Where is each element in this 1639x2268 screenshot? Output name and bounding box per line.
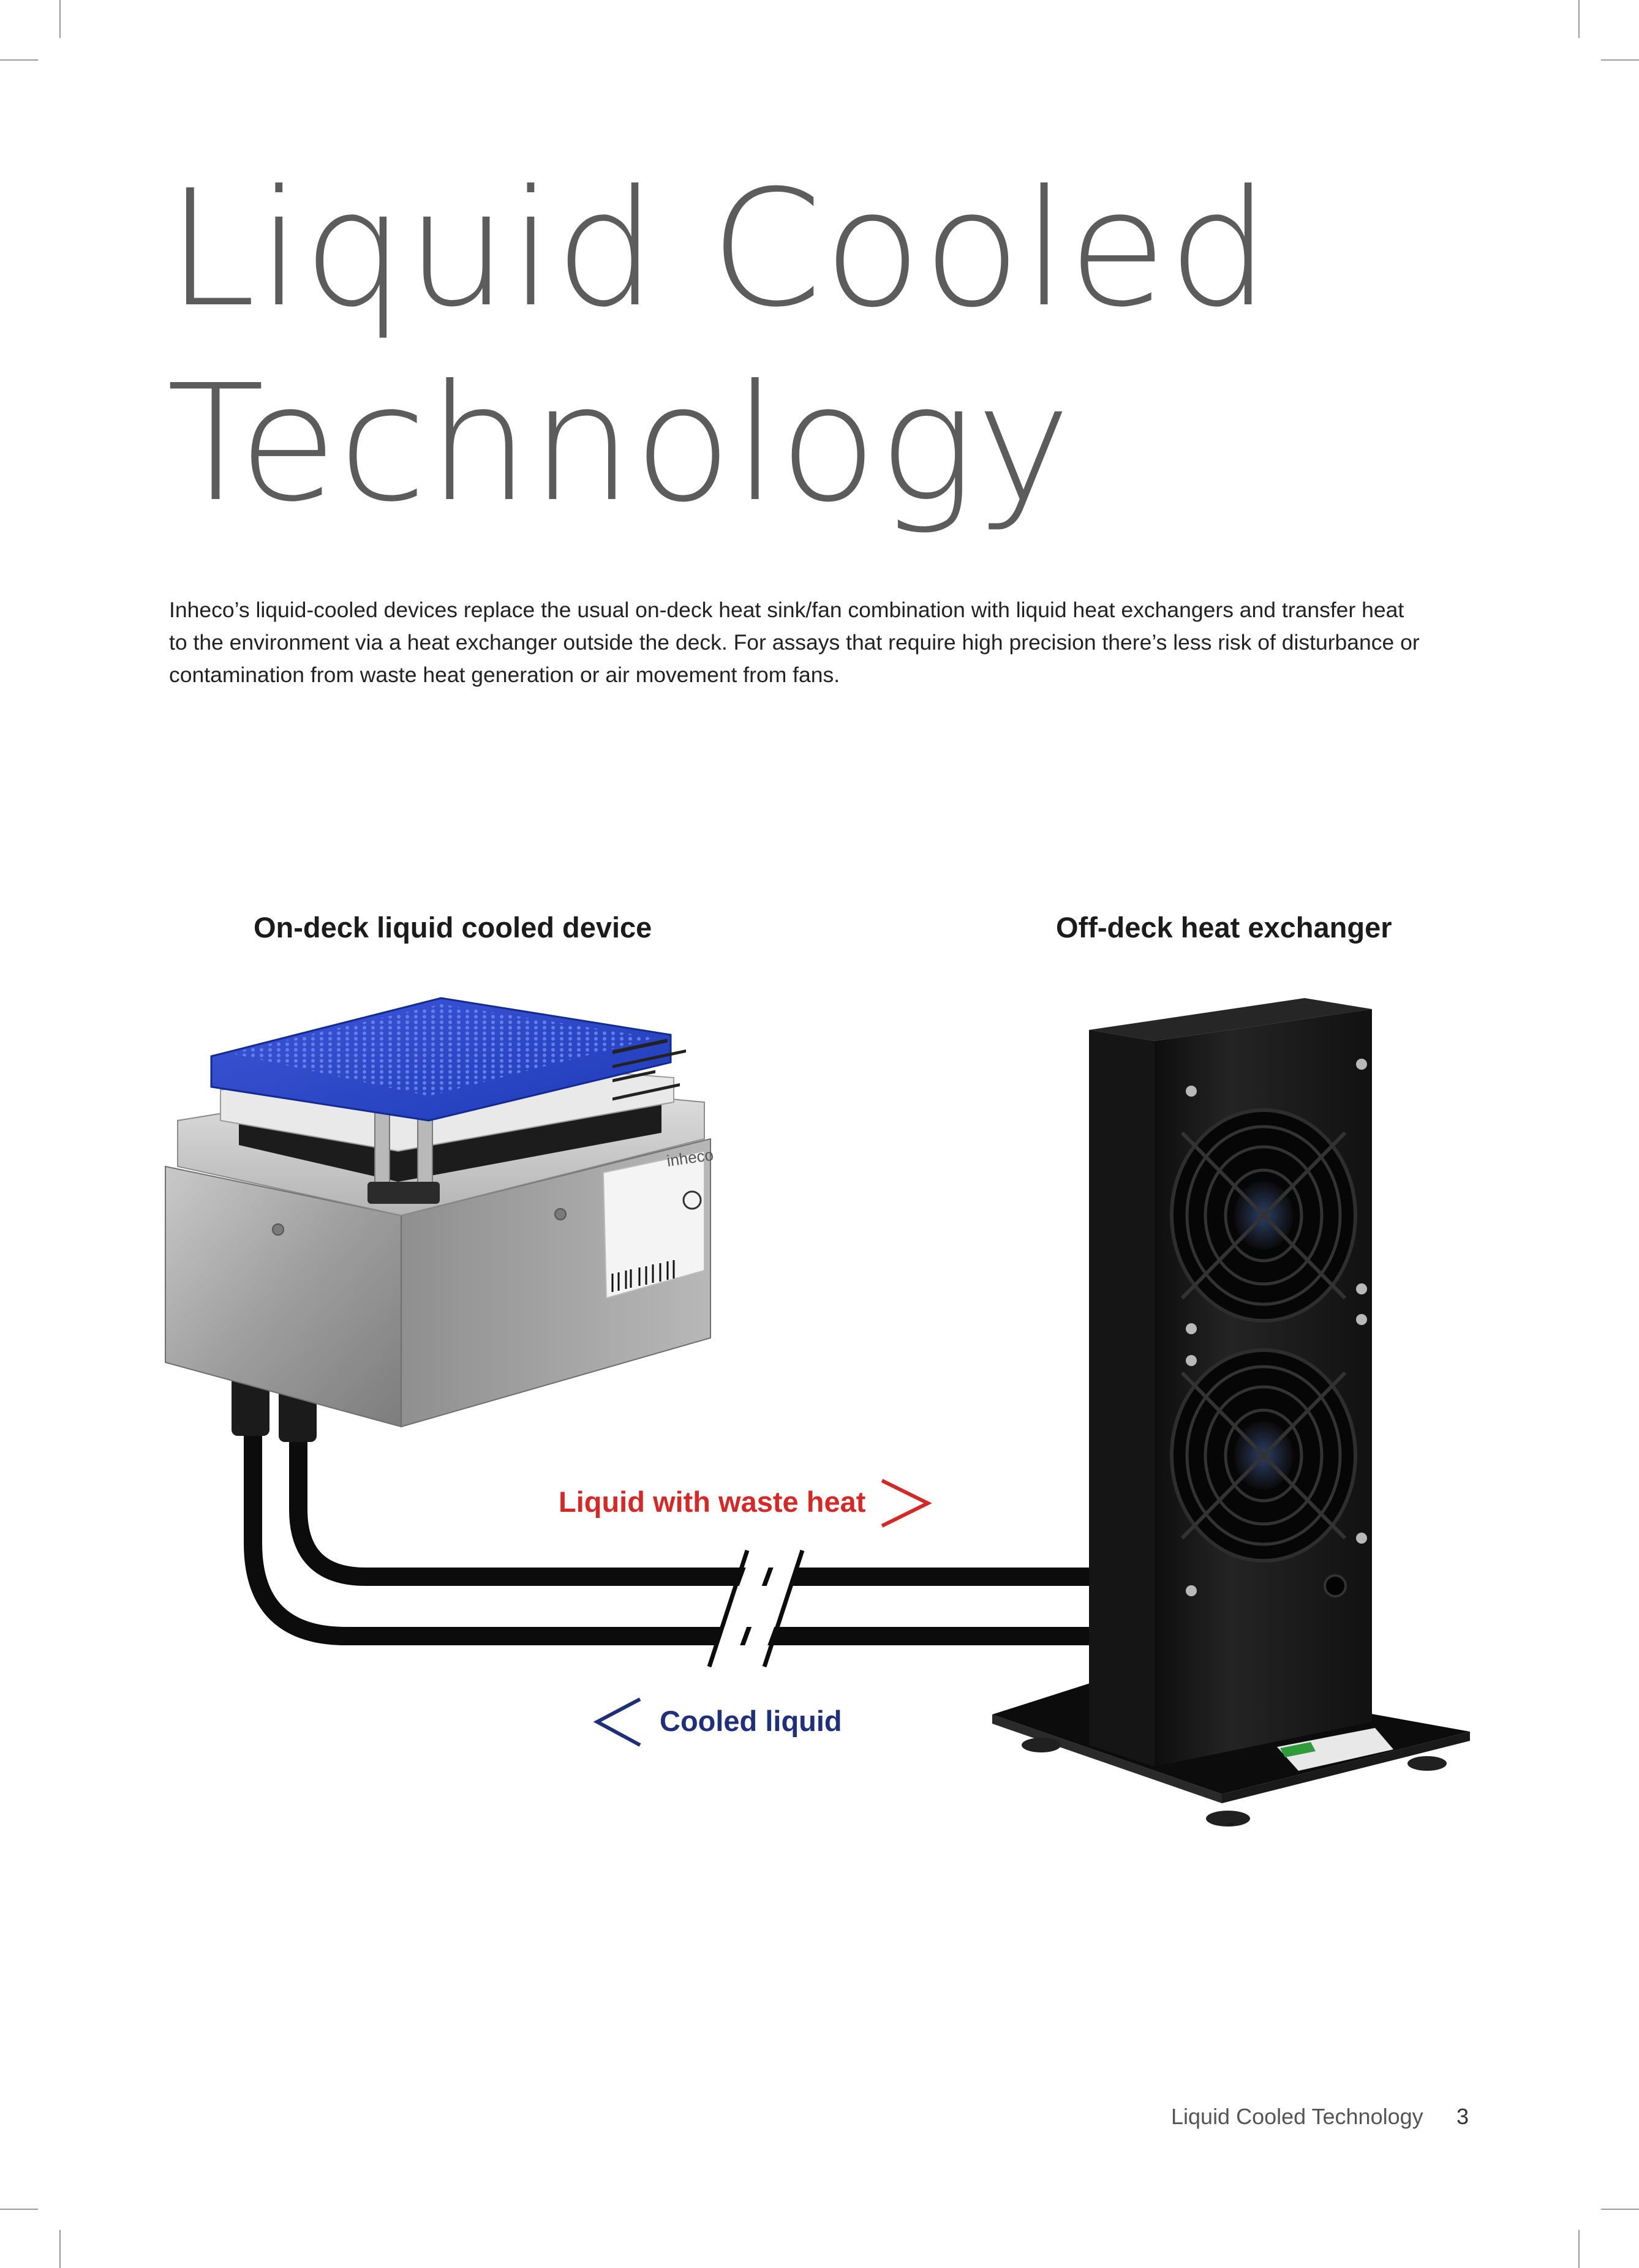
upper-fan bbox=[1170, 1059, 1367, 1334]
heat-exchanger-illustration bbox=[992, 998, 1470, 1827]
crop-mark-top-left-h bbox=[0, 59, 38, 61]
off-deck-exchanger-label: Off-deck heat exchanger bbox=[1056, 911, 1392, 944]
on-deck-device-label: On-deck liquid cooled device bbox=[254, 911, 652, 944]
cool-flow-arrow-icon bbox=[593, 1697, 641, 1747]
crop-mark-bottom-right-h bbox=[1601, 2209, 1639, 2210]
crop-mark-top-left-v bbox=[59, 0, 61, 38]
tubing bbox=[244, 1402, 1093, 1645]
hot-flow-arrow-icon bbox=[881, 1479, 932, 1528]
cool-supply-tube bbox=[244, 1402, 1093, 1645]
cool-flow-label: Cooled liquid bbox=[660, 1705, 842, 1737]
page-title: Liquid Cooled Technology bbox=[167, 156, 1272, 537]
lower-fan bbox=[1170, 1314, 1367, 1596]
hot-flow-label: Liquid with waste heat bbox=[559, 1485, 866, 1518]
tube-break-mark bbox=[707, 1549, 805, 1668]
crop-mark-bottom-left-h bbox=[0, 2209, 38, 2210]
footer-section-title: Liquid Cooled Technology bbox=[1171, 2104, 1423, 2129]
crop-mark-top-right-v bbox=[1578, 0, 1580, 38]
crop-mark-bottom-right-v bbox=[1578, 2230, 1580, 2268]
page-number: 3 bbox=[1456, 2104, 1469, 2129]
crop-mark-bottom-left-v bbox=[59, 2230, 61, 2268]
intro-paragraph: Inheco’s liquid-cooled devices replace t… bbox=[169, 598, 1420, 687]
on-deck-device-illustration bbox=[165, 997, 711, 1442]
crop-mark-top-right-h bbox=[1601, 59, 1639, 61]
hot-return-tube bbox=[289, 1402, 1093, 1586]
